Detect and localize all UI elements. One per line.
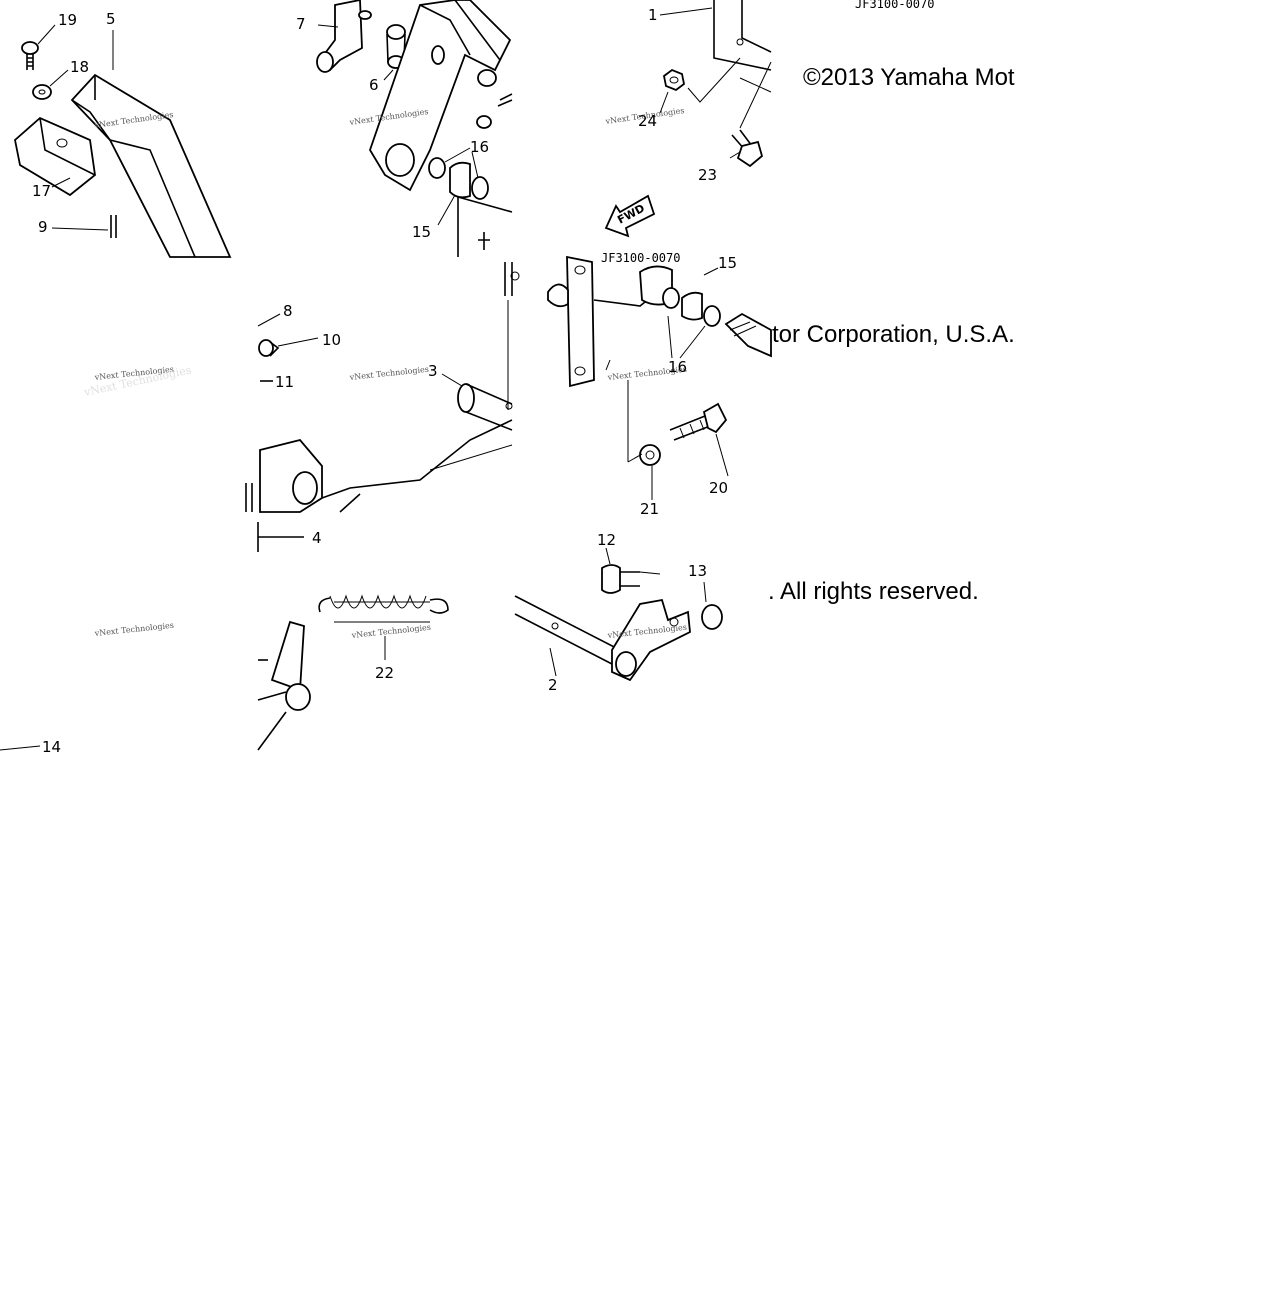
tile-bottom-left: vNext Technologies 14 xyxy=(0,621,174,756)
copyright-line-2: tor Corporation, U.S.A. xyxy=(772,321,1015,348)
bolt-23-icon xyxy=(731,129,764,168)
tile-middle-left: vNext Technologies vNext Technologies xyxy=(82,363,193,399)
part-label-16b: 16 xyxy=(668,358,687,376)
tile-top-left: vNext Technologies 19 5 18 17 9 xyxy=(14,10,232,258)
collar-13-icon xyxy=(701,604,723,630)
copyright-line-1: ©2013 Yamaha Mot xyxy=(803,64,1015,91)
watermark: vNext Technologies xyxy=(348,365,429,382)
part-label-1: 1 xyxy=(648,6,658,24)
lever-slot-icon xyxy=(257,620,311,751)
part-label-8: 8 xyxy=(283,302,293,320)
pin-9-icon xyxy=(110,215,117,238)
forward-arrow-icon: FWD xyxy=(604,194,656,238)
pad-17-icon xyxy=(14,116,96,197)
part-label-18: 18 xyxy=(70,58,89,76)
part-label-15b: 15 xyxy=(718,254,737,272)
part-label-24: 24 xyxy=(638,112,657,130)
part-label-10: 10 xyxy=(322,331,341,349)
part-label-3: 3 xyxy=(428,362,438,380)
bracket-body-icon xyxy=(245,419,513,513)
copyright-line-3: . All rights reserved. xyxy=(768,578,979,605)
part-label-4: 4 xyxy=(312,529,322,547)
tile-middle-center: vNext Technologies 8 10 11 3 xyxy=(245,302,513,513)
bolt-20-icon xyxy=(669,402,728,441)
watermark: vNext Technologies xyxy=(93,621,174,638)
pin-icon xyxy=(504,262,513,296)
bolt-12-icon xyxy=(601,564,640,594)
diagram-code-mid: JF3100-0070 xyxy=(601,251,680,265)
nut-24-icon xyxy=(663,68,685,92)
tile-bottom-right: vNext Technologies 12 13 2 xyxy=(514,531,723,694)
collar-15-icon xyxy=(428,157,489,200)
part-label-11: 11 xyxy=(275,373,294,391)
part-label-19: 19 xyxy=(58,11,77,29)
washer-21-icon xyxy=(639,444,661,466)
part-label-16: 16 xyxy=(470,138,489,156)
washer-18-icon xyxy=(32,84,52,100)
shaft-3-icon xyxy=(457,383,513,431)
part-label-12: 12 xyxy=(597,531,616,549)
part-label-23: 23 xyxy=(698,166,717,184)
part-label-9: 9 xyxy=(38,218,48,236)
plate-1-icon xyxy=(713,0,772,71)
part-label-14: 14 xyxy=(42,738,61,756)
collar-15b-icon xyxy=(639,265,772,358)
washer-10-icon xyxy=(258,339,280,357)
part-label-20: 20 xyxy=(709,479,728,497)
tile-middle-right: JF3100-0070 xyxy=(504,251,772,518)
watermark: vNext Technologies xyxy=(350,623,431,640)
part-label-2: 2 xyxy=(548,676,558,694)
arm-5-icon xyxy=(70,73,232,258)
spring-22-icon xyxy=(318,594,449,623)
tile-bottom-center: vNext Technologies 4 22 xyxy=(257,522,449,751)
part-label-13: 13 xyxy=(688,562,707,580)
rod-2-icon xyxy=(514,595,691,682)
part-label-17: 17 xyxy=(32,182,51,200)
part-label-21: 21 xyxy=(640,500,659,518)
mount-plate-icon xyxy=(547,255,661,388)
part-label-22: 22 xyxy=(375,664,394,682)
diagram-code-top: JF3100-0070 xyxy=(855,0,934,11)
bracket-7-icon xyxy=(316,0,372,73)
part-label-6: 6 xyxy=(369,76,379,94)
lever-arm-icon xyxy=(369,0,512,192)
part-label-7: 7 xyxy=(296,15,306,33)
tile-top-right: FWD vNext Technologies 1 24 23 xyxy=(604,0,772,238)
tile-top-center: vNext Technologies 7 6 16 15 xyxy=(296,0,513,257)
part-label-5: 5 xyxy=(106,10,116,28)
part-label-15: 15 xyxy=(412,223,431,241)
bushing-icon xyxy=(476,69,513,129)
bolt-19-icon xyxy=(21,41,39,70)
